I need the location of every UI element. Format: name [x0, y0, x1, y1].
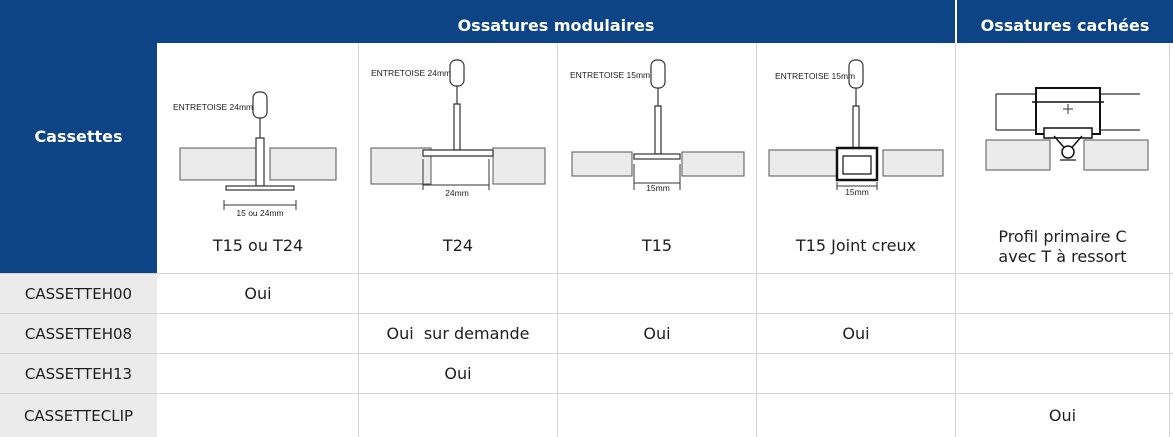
- entretoise-label: ENTRETOISE 24mm: [173, 102, 253, 112]
- dimension-label: 15 ou 24mm: [236, 208, 283, 218]
- grid-vline: [557, 43, 558, 437]
- grid-hline: [0, 393, 1173, 394]
- cell-cassetteh13-t24: Oui: [444, 364, 472, 383]
- column-caption-t24: T24: [442, 236, 474, 255]
- column-caption-profil-primaire-line1: Profil primaire C: [998, 227, 1127, 246]
- grid-hline: [0, 273, 1173, 274]
- entretoise-label: ENTRETOISE 24mm: [371, 68, 451, 78]
- cell-cassetteclip-profil-primaire: Oui: [1048, 406, 1077, 425]
- dimension-label: 24mm: [445, 188, 469, 198]
- diagram-t24: ENTRETOISE 24mm 24mm: [370, 59, 546, 198]
- grid-vline: [756, 43, 757, 437]
- diagram-t15-joint-creux: ENTRETOISE 15mm 15mm: [768, 59, 944, 197]
- dimension-label: 15mm: [845, 187, 869, 197]
- grid-hline: [0, 353, 1173, 354]
- column-caption-profil-primaire-line2: avec T à ressort: [998, 247, 1127, 266]
- header-divider: [955, 0, 957, 43]
- grid-vline: [955, 43, 956, 437]
- group-header-modulaires: Ossatures modulaires: [457, 15, 655, 35]
- row-label-cassetteh08: CASSETTEH08: [0, 314, 157, 353]
- cassettes-header: Cassettes: [34, 127, 123, 146]
- entretoise-label: ENTRETOISE 15mm: [775, 71, 855, 81]
- grid-hline: [0, 313, 1173, 314]
- cassettes-header-cell: [0, 0, 157, 273]
- grid-vline: [1169, 43, 1170, 437]
- entretoise-label: ENTRETOISE 15mm: [570, 70, 650, 80]
- row-label-cassetteh13: CASSETTEH13: [0, 354, 157, 393]
- row-label-cassetteh00: CASSETTEH00: [0, 274, 157, 313]
- column-caption-t15-ou-t24: T15 ou T24: [212, 236, 304, 255]
- group-header-cachees: Ossatures cachées: [980, 15, 1150, 35]
- cell-cassetteh08-t15: Oui: [643, 324, 671, 343]
- row-label-cassetteclip: CASSETTECLIP: [0, 394, 157, 437]
- column-caption-t15: T15: [641, 236, 673, 255]
- diagram-t15: ENTRETOISE 15mm 15mm: [570, 59, 745, 193]
- diagram-t15-ou-t24: ENTRETOISE 24mm 15 ou 24mm: [173, 91, 337, 218]
- cell-cassetteh08-t15-joint-creux: Oui: [842, 324, 870, 343]
- column-caption-t15-joint-creux: T15 Joint creux: [795, 236, 917, 255]
- cell-cassetteh00-t15-ou-t24: Oui: [244, 284, 272, 303]
- diagram-profil-primaire-c: [985, 87, 1149, 171]
- dimension-label: 15mm: [646, 183, 670, 193]
- grid-vline: [358, 43, 359, 437]
- cell-cassetteh08-t24: Oui sur demande: [386, 324, 530, 343]
- top-header-band: [157, 0, 1173, 43]
